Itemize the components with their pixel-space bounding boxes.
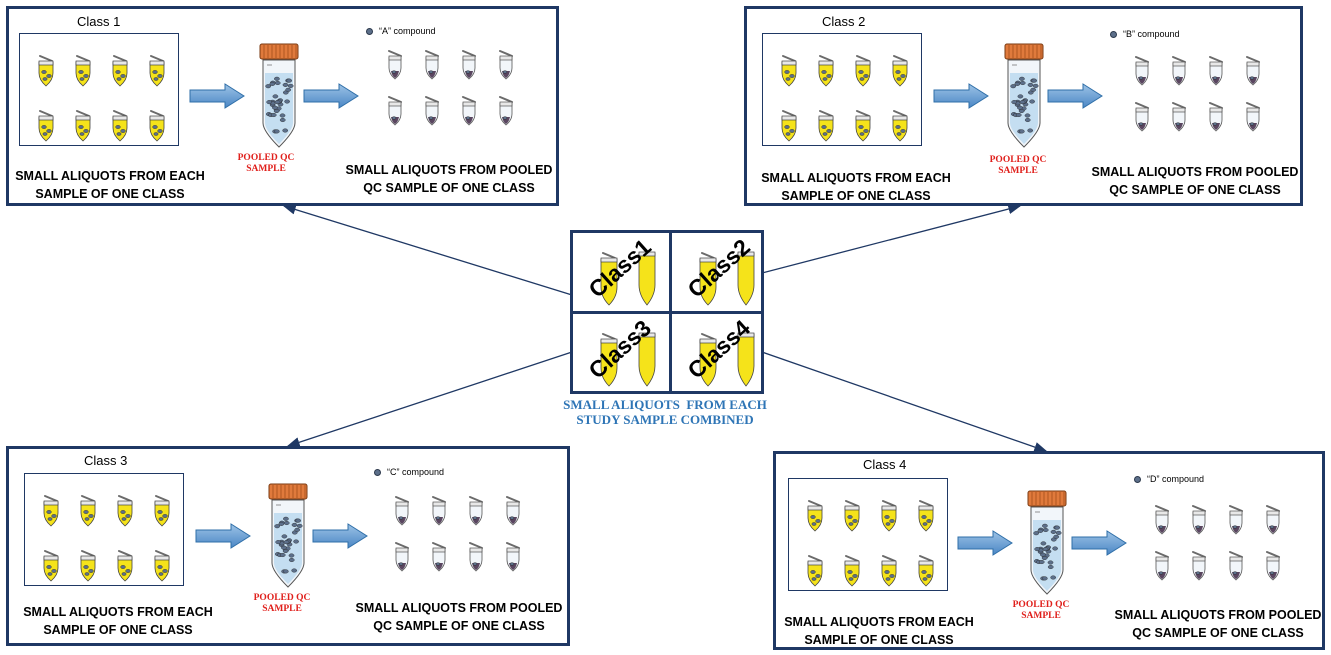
sample-tubes-box xyxy=(19,33,179,146)
pooled-aliquots xyxy=(1142,500,1292,600)
arrow-to-aliquots xyxy=(303,83,359,109)
right-arrow-icon xyxy=(1047,83,1103,109)
aliquot-tubes-icon xyxy=(388,50,513,126)
arrow-to-aliquots xyxy=(1047,83,1103,109)
sample-tubes-icon xyxy=(807,500,934,587)
arrow-to-pool xyxy=(195,523,251,549)
combined-cell-class3: Class3 xyxy=(573,314,669,391)
right-arrow-icon xyxy=(195,523,251,549)
pooled-qc-tube xyxy=(258,43,300,149)
compound-legend: “A” compound xyxy=(366,26,436,36)
arrow-to-aliquots xyxy=(1071,530,1127,556)
connector-to-class2 xyxy=(761,203,1022,274)
combined-tubes-icon xyxy=(600,251,656,306)
sample-tubes-box xyxy=(24,473,184,586)
connector-to-class3 xyxy=(286,351,573,448)
arrow-to-pool xyxy=(957,530,1013,556)
compound-legend: “C” compound xyxy=(374,467,444,477)
qc-tube-icon xyxy=(268,483,308,588)
qc-caption: POOLED QC SAMPLE xyxy=(989,155,1047,176)
right-arrow-icon xyxy=(957,530,1013,556)
sample-tubes-icon xyxy=(43,495,170,582)
compound-dot-icon xyxy=(374,469,381,477)
pooled-qc-tube xyxy=(1026,490,1068,596)
left-caption: SMALL ALIQUOTS FROM EACH SAMPLE OF ONE C… xyxy=(23,605,213,637)
pooled-aliquots xyxy=(1122,51,1272,151)
compound-label: “C” compound xyxy=(387,467,445,477)
connector-to-class1 xyxy=(282,204,573,296)
pooled-aliquots xyxy=(375,45,525,145)
class-2-panel: Class 2 “B” compound SMALL ALIQUOTS FROM… xyxy=(744,6,1303,206)
aliquot-tubes-icon xyxy=(395,496,520,572)
qc-tube-icon xyxy=(1027,490,1067,595)
class-title: Class 3 xyxy=(84,453,128,468)
class-3-panel: Class 3 “C” compound SMALL ALIQUOTS FROM… xyxy=(6,446,570,646)
compound-dot-icon xyxy=(1110,31,1117,39)
pooled-qc-tube xyxy=(1003,43,1045,149)
right-caption: SMALL ALIQUOTS FROM POOLED QC SAMPLE OF … xyxy=(1091,165,1299,197)
combined-tubes-icon xyxy=(699,332,755,387)
combined-tubes-icon xyxy=(699,251,755,306)
class-title: Class 4 xyxy=(863,457,907,472)
compound-label: “A” compound xyxy=(379,26,436,36)
right-caption: SMALL ALIQUOTS FROM POOLED QC SAMPLE OF … xyxy=(345,163,553,195)
class-title: Class 1 xyxy=(77,14,121,29)
compound-dot-icon xyxy=(1134,476,1141,484)
right-arrow-icon xyxy=(189,83,245,109)
combined-cell-class2: Class2 xyxy=(672,233,764,311)
aliquot-tubes-icon xyxy=(1155,505,1280,581)
right-arrow-icon xyxy=(1071,530,1127,556)
aliquot-tubes-icon xyxy=(1135,56,1260,132)
combined-cell-class1: Class1 xyxy=(573,233,669,311)
sample-tubes-icon xyxy=(38,55,165,142)
left-caption: SMALL ALIQUOTS FROM EACH SAMPLE OF ONE C… xyxy=(784,615,974,647)
pooled-qc-tube xyxy=(267,483,309,589)
left-caption: SMALL ALIQUOTS FROM EACH SAMPLE OF ONE C… xyxy=(761,171,951,203)
compound-dot-icon xyxy=(366,28,373,36)
combined-tubes-icon xyxy=(600,332,656,387)
qc-caption: POOLED QC SAMPLE xyxy=(1012,600,1070,621)
combined-samples-grid: Class1 Class2 Class3 Class4 xyxy=(570,230,764,394)
compound-label: “B” compound xyxy=(1123,29,1180,39)
combined-cell-class4: Class4 xyxy=(672,314,764,391)
sample-tubes-icon xyxy=(781,55,908,142)
combined-caption: SMALL ALIQUOTS FROM EACH STUDY SAMPLE CO… xyxy=(563,397,767,427)
arrow-to-pool xyxy=(189,83,245,109)
right-caption: SMALL ALIQUOTS FROM POOLED QC SAMPLE OF … xyxy=(355,601,563,633)
connector-to-class4 xyxy=(761,351,1048,453)
sample-tubes-box xyxy=(762,33,922,146)
right-arrow-icon xyxy=(933,83,989,109)
right-arrow-icon xyxy=(303,83,359,109)
compound-label: “D” compound xyxy=(1147,474,1205,484)
pooled-aliquots xyxy=(382,491,532,591)
arrow-to-pool xyxy=(933,83,989,109)
class-4-panel: Class 4 “D” compound SMALL ALIQUOTS FROM… xyxy=(773,451,1325,650)
qc-caption: POOLED QC SAMPLE xyxy=(237,153,295,174)
compound-legend: “D” compound xyxy=(1134,474,1204,484)
qc-tube-icon xyxy=(1004,43,1044,148)
class-title: Class 2 xyxy=(822,14,866,29)
right-caption: SMALL ALIQUOTS FROM POOLED QC SAMPLE OF … xyxy=(1114,608,1322,640)
qc-caption: POOLED QC SAMPLE xyxy=(253,593,311,614)
sample-tubes-box xyxy=(788,478,948,591)
left-caption: SMALL ALIQUOTS FROM EACH SAMPLE OF ONE C… xyxy=(15,169,205,201)
right-arrow-icon xyxy=(312,523,368,549)
qc-tube-icon xyxy=(259,43,299,148)
class-1-panel: Class 1 “A” compound SMALL ALIQUOTS FROM… xyxy=(6,6,559,206)
arrow-to-aliquots xyxy=(312,523,368,549)
compound-legend: “B” compound xyxy=(1110,29,1180,39)
